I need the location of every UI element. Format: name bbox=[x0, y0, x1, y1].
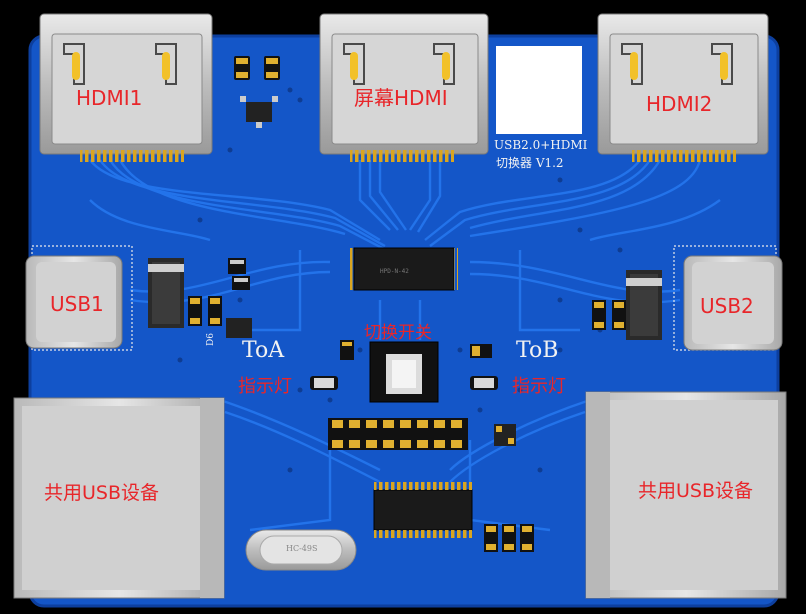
label-shared-usb-left: 共用USB设备 bbox=[44, 482, 160, 504]
label-indicator-left: 指示灯 bbox=[238, 376, 292, 397]
svg-text:HPD-N-42: HPD-N-42 bbox=[380, 268, 409, 275]
hdmi2-connector bbox=[597, 13, 769, 162]
resistor-array bbox=[328, 418, 516, 450]
silkscreen-label-box bbox=[496, 46, 582, 134]
pcb-traces bbox=[89, 159, 721, 532]
hdmi1-connector bbox=[39, 13, 213, 162]
smd-passives-middle bbox=[188, 258, 626, 360]
label-usb1: USB1 bbox=[50, 292, 104, 316]
silkscreen-board-version: 切换器 V1.2 bbox=[496, 156, 564, 170]
shared-usb-right-connector bbox=[585, 391, 787, 599]
silkscreen-board-name: USB2.0+HDMI bbox=[494, 138, 588, 152]
crystal-oscillator bbox=[245, 529, 357, 571]
label-hdmi2: HDMI2 bbox=[646, 92, 713, 116]
indicator-leds bbox=[310, 376, 498, 390]
usb1-connector bbox=[25, 255, 123, 349]
usb-switch-ic bbox=[373, 482, 473, 538]
label-indicator-right: 指示灯 bbox=[512, 376, 566, 397]
usb2-connector bbox=[683, 255, 783, 351]
silkscreen-to-a: ToA bbox=[242, 338, 285, 363]
silkscreen-to-b: ToB bbox=[516, 338, 559, 363]
silkscreen-d6: D6 bbox=[206, 333, 216, 346]
toggle-switch bbox=[369, 341, 439, 403]
silkscreen-crystal: HC-49S bbox=[286, 544, 318, 553]
label-hdmi1: HDMI1 bbox=[76, 86, 143, 110]
main-switch-ic: HPD-N-42 bbox=[350, 247, 458, 291]
screen-hdmi-connector bbox=[319, 13, 489, 162]
smd-capacitors-bottom bbox=[484, 524, 534, 552]
smd-capacitors-top bbox=[234, 56, 280, 128]
label-switch: 切换开关 bbox=[364, 323, 432, 343]
diodes bbox=[148, 258, 662, 340]
via-holes bbox=[177, 87, 623, 473]
label-screen-hdmi: 屏幕HDMI bbox=[354, 86, 448, 110]
shared-usb-left-connector bbox=[13, 397, 225, 599]
label-shared-usb-right: 共用USB设备 bbox=[638, 480, 754, 502]
label-usb2: USB2 bbox=[700, 294, 754, 318]
